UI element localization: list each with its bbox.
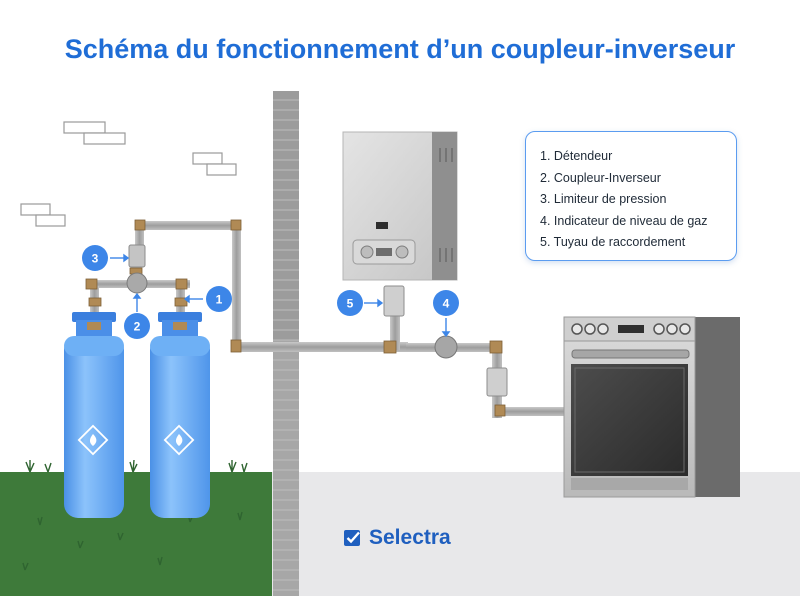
gas-boiler	[342, 131, 458, 281]
brand-logo: Selectra	[343, 525, 451, 551]
marker-1: 1	[206, 286, 232, 312]
svg-text:2: 2	[134, 320, 141, 334]
legend-item-3: 3. Limiteur de pression	[540, 192, 667, 206]
svg-text:1: 1	[216, 293, 223, 307]
legend-box: 1. Détendeur 2. Coupleur-Inverseur 3. Li…	[525, 131, 737, 261]
gas-level-indicator	[434, 335, 458, 359]
marker-4: 4	[433, 290, 459, 316]
legend-item-2: 2. Coupleur-Inverseur	[540, 170, 661, 185]
svg-text:3: 3	[92, 252, 99, 266]
callout-arrows	[110, 253, 451, 338]
svg-text:4: 4	[443, 297, 450, 311]
legend-item-1: 1. Détendeur	[540, 149, 613, 163]
oven-valve	[486, 367, 508, 397]
gas-oven	[563, 316, 740, 498]
flame-diamond-icon	[163, 424, 195, 456]
grass	[0, 472, 272, 596]
connection-hose	[383, 285, 405, 317]
svg-text:5: 5	[347, 297, 354, 311]
coupler-inverter	[126, 272, 148, 294]
diagram-title: Schéma du fonctionnement d’un coupleur-i…	[64, 34, 736, 64]
flame-diamond-icon	[77, 424, 109, 456]
legend-item-5: 5. Tuyau de raccordement	[540, 235, 686, 249]
wall-bricks-decor	[20, 121, 237, 227]
marker-2: 2	[124, 313, 150, 339]
pressure-limiter	[128, 244, 146, 268]
gas-cylinder-right	[150, 312, 210, 518]
brand-name: Selectra	[369, 526, 451, 549]
brass-fittings	[85, 219, 506, 417]
marker-3: 3	[82, 245, 108, 271]
grass-tufts	[22, 459, 248, 571]
marker-5: 5	[337, 290, 363, 316]
selectra-logo-icon	[344, 530, 360, 546]
gas-cylinder-left	[64, 312, 124, 518]
legend-item-4: 4. Indicateur de niveau de gaz	[540, 213, 708, 228]
